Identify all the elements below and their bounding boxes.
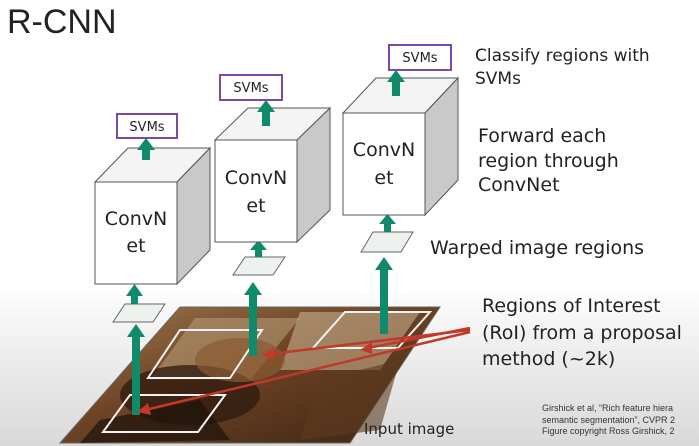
roi-pointer-arrows — [137, 326, 471, 415]
annotation-forward: Forward each region through ConvNet — [478, 124, 619, 198]
convnet-block-2: ConvN et — [213, 106, 332, 244]
arrow-convnet-to-svm — [257, 100, 275, 126]
arrow-warped-to-convnet — [126, 284, 143, 304]
annotation-warped-text: Warped image regions — [430, 237, 645, 259]
annotation-roi-line1: Regions of Interest — [482, 295, 661, 317]
annotation-input-image: Input image — [364, 420, 454, 440]
annotation-roi-line3: method (~2k) — [482, 348, 616, 371]
convnet-block-1: ConvN et — [93, 146, 212, 286]
citation-line1: Girshick et al, “Rich feature hiera — [542, 403, 674, 413]
svm-box-1: SVMs — [116, 113, 178, 139]
citation-line3: Figure copyright Ross Girshick, 2 — [542, 426, 675, 437]
convnet-block-3: ConvN et — [341, 76, 460, 217]
warped-region-patch — [360, 231, 414, 253]
annotation-roi: Regions of Interest (RoI) from a proposa… — [482, 293, 682, 373]
arrow-warped-to-convnet — [250, 240, 267, 257]
annotation-forward-line1: Forward each — [478, 125, 607, 147]
roi-box — [101, 394, 227, 433]
arrow-warped-to-convnet — [379, 214, 396, 232]
arrow-convnet-to-svm — [137, 138, 155, 160]
annotation-classify-line2: SVMs — [475, 68, 521, 89]
arrow-image-to-warped — [244, 282, 262, 356]
svm-box-3: SVMs — [388, 44, 452, 71]
warped-region-patch — [112, 303, 166, 323]
annotation-roi-line2: (RoI) from a proposal — [482, 321, 682, 344]
citation: Girshick et al, “Rich feature hiera sema… — [542, 403, 699, 438]
roi-box — [146, 329, 264, 379]
arrow-convnet-to-svm — [387, 70, 405, 96]
svm-box-2: SVMs — [219, 74, 283, 101]
arrow-image-to-warped — [375, 257, 393, 334]
annotation-input-image-text: Input image — [364, 420, 455, 438]
annotation-classify-line1: Classify regions with — [475, 46, 650, 66]
annotation-forward-line3: ConvNet — [478, 174, 560, 197]
annotation-forward-line2: region through — [478, 149, 619, 172]
annotation-classify: Classify regions with SVMs — [475, 45, 650, 91]
slide-title: R-CNN — [7, 3, 117, 41]
annotation-warped: Warped image regions — [430, 236, 644, 261]
citation-line2: semantic segmentation”, CVPR 2 — [542, 414, 676, 425]
warped-region-patch — [232, 256, 286, 276]
arrow-image-to-warped — [127, 324, 145, 415]
